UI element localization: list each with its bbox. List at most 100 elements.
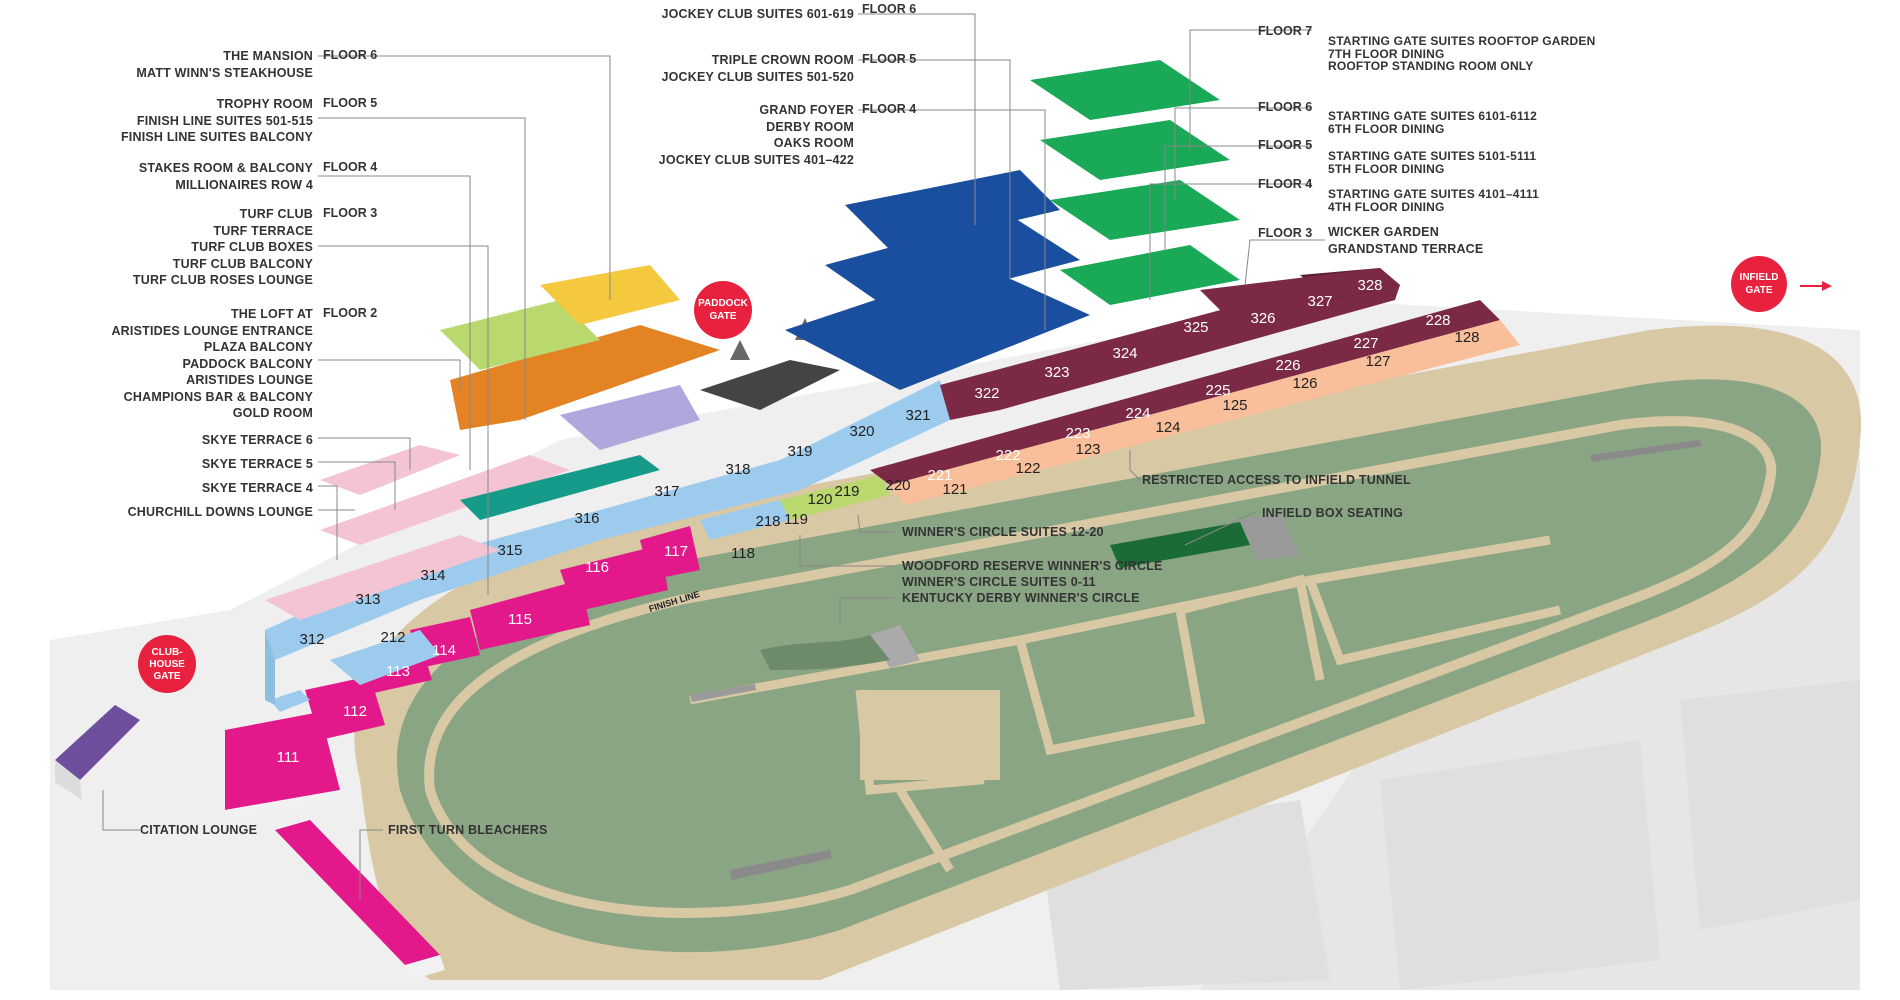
label-finish-line-balcony: FINISH LINE SUITES BALCONY <box>120 130 313 144</box>
label-derby-room: DERBY ROOM <box>766 119 854 134</box>
section-116: 116 <box>585 559 609 576</box>
label-turf-club: TURF CLUB <box>239 207 313 221</box>
infield <box>459 445 1739 889</box>
right-floor5: FLOOR 5 <box>1258 138 1313 152</box>
label-sgs-5101: STARTING GATE SUITES 5101-5111 <box>1328 149 1537 163</box>
section-120: 120 <box>807 491 832 508</box>
section-123: 123 <box>1075 441 1100 458</box>
section-113: 113 <box>386 663 410 680</box>
section-126: 126 <box>1292 375 1317 392</box>
mid-floor5: FLOOR 5 <box>862 52 917 66</box>
section-226: 226 <box>1275 357 1300 374</box>
label-sgs-rooftop: STARTING GATE SUITES ROOFTOP GARDEN <box>1328 34 1596 48</box>
label-woodford: WOODFORD RESERVE WINNER'S CIRCLE <box>902 559 1163 573</box>
right-f4-list: STARTING GATE SUITES 4101–4111 4TH FLOOR… <box>1328 188 1539 213</box>
section-327: 327 <box>1307 293 1332 310</box>
label-sgs-6101: STARTING GATE SUITES 6101-6112 <box>1328 109 1537 123</box>
svg-text:GATE: GATE <box>709 311 736 322</box>
far-rail <box>1590 440 1702 462</box>
label-grandstand-terrace: GRANDSTAND TERRACE <box>1328 241 1484 256</box>
label-gold-room: GOLD ROOM <box>232 406 313 420</box>
wicker-garden <box>1200 268 1400 320</box>
svg-text:GATE: GATE <box>1745 285 1772 296</box>
right-f5-list: STARTING GATE SUITES 5101-5111 5TH FLOOR… <box>1328 150 1536 175</box>
label-triple-crown: TRIPLE CROWN ROOM <box>711 53 854 67</box>
section-228: 228 <box>1425 312 1450 329</box>
section-125: 125 <box>1222 397 1247 414</box>
left-f2-list: THE LOFT AT ARISTIDES LOUNGE ENTRANCE PL… <box>111 306 313 422</box>
label-sgs-4101: STARTING GATE SUITES 4101–4111 <box>1328 187 1539 201</box>
sections-100-pink <box>225 526 700 980</box>
section-315: 315 <box>497 542 522 559</box>
label-kentucky-derby: KENTUCKY DERBY WINNER'S CIRCLE <box>902 591 1140 605</box>
lime-floor <box>440 300 600 370</box>
label-turf-club-roses: TURF CLUB ROSES LOUNGE <box>132 273 313 287</box>
label-turf-club-balcony: TURF CLUB BALCONY <box>172 256 313 271</box>
right-f6-list: STARTING GATE SUITES 6101-6112 6TH FLOOR… <box>1328 110 1537 135</box>
section-323: 323 <box>1044 364 1069 381</box>
svg-text:CLUB-: CLUB- <box>151 647 182 658</box>
section-322: 322 <box>974 385 999 402</box>
section-317: 317 <box>654 483 679 500</box>
left-f3-list: TURF CLUB TURF TERRACE TURF CLUB BOXES T… <box>133 206 313 289</box>
section-313: 313 <box>355 591 380 608</box>
infield-gate: INFIELD GATE <box>1731 256 1787 312</box>
label-rooftop-sro: ROOFTOP STANDING ROOM ONLY <box>1328 59 1534 73</box>
tote-board <box>690 684 756 702</box>
left-floor2: FLOOR 2 <box>323 306 378 320</box>
section-221: 221 <box>927 467 952 484</box>
section-128: 128 <box>1454 329 1479 346</box>
label-matt-winns: MATT WINN'S STEAKHOUSE <box>136 65 313 80</box>
label-millionaires-row: MILLIONAIRES ROW 4 <box>175 177 313 192</box>
section-219: 219 <box>834 483 859 500</box>
paddock-gate: PADDOCK GATE <box>694 281 752 339</box>
section-325: 325 <box>1183 319 1208 336</box>
label-stakes-room: STAKES ROOM & BALCONY <box>138 161 313 175</box>
section-119: 119 <box>784 511 808 528</box>
label-first-turn-bleachers: FIRST TURN BLEACHERS <box>388 823 548 837</box>
parking-lot-3 <box>1680 680 1860 930</box>
clubhouse-gate: CLUB- HOUSE GATE <box>138 635 196 693</box>
orange-floor <box>450 325 720 430</box>
section-224: 224 <box>1125 405 1150 422</box>
label-infield-box: INFIELD BOX SEATING <box>1262 506 1404 520</box>
label-aristides-lounge: ARISTIDES LOUNGE <box>186 373 313 387</box>
label-citation-lounge: CITATION LOUNGE <box>140 823 258 837</box>
section-122: 122 <box>1015 460 1040 477</box>
label-5th-dining: 5TH FLOOR DINING <box>1328 161 1445 176</box>
parking-lot-2 <box>1380 740 1660 990</box>
section-312: 312 <box>299 631 324 648</box>
lavender-floor <box>560 385 700 450</box>
label-grand-foyer: GRAND FOYER <box>759 103 854 117</box>
section-316: 316 <box>574 510 599 527</box>
left-floor5: FLOOR 5 <box>323 96 378 110</box>
label-4th-dining: 4TH FLOOR DINING <box>1328 199 1445 214</box>
label-finish-line-suites: FINISH LINE SUITES 501-515 <box>136 113 313 128</box>
label-paddock-balcony: PADDOCK BALCONY <box>182 356 313 371</box>
citation-lounge-building <box>55 705 140 800</box>
mid-floor6: FLOOR 6 <box>862 2 917 16</box>
section-127: 127 <box>1365 353 1390 370</box>
label-turf-terrace: TURF TERRACE <box>213 223 313 238</box>
inner-path <box>424 416 1777 918</box>
infield-roads <box>689 535 1561 873</box>
right-f7-list: STARTING GATE SUITES ROOFTOP GARDEN 7TH … <box>1328 35 1595 73</box>
teal-terrace <box>460 455 660 520</box>
label-jockey-club-401: JOCKEY CLUB SUITES 401–422 <box>658 152 854 167</box>
sections-300-blue <box>265 380 950 705</box>
svg-text:PADDOCK: PADDOCK <box>698 298 749 309</box>
infield-box-seating <box>1110 522 1250 568</box>
svg-text:HOUSE: HOUSE <box>149 659 185 670</box>
mid-floor4: FLOOR 4 <box>862 102 917 116</box>
section-225: 225 <box>1205 382 1230 399</box>
section-220: 220 <box>885 477 910 494</box>
section-227: 227 <box>1353 335 1378 352</box>
left-f4-list: STAKES ROOM & BALCONY MILLIONAIRES ROW 4 <box>139 160 313 193</box>
label-oaks-room: OAKS ROOM <box>773 136 854 150</box>
jockey-club-floors <box>785 170 1090 390</box>
label-champions-bar: CHAMPIONS BAR & BALCONY <box>123 389 313 404</box>
label-winners-12-20: WINNER'S CIRCLE SUITES 12-20 <box>902 525 1104 539</box>
label-jockey-club-601: JOCKEY CLUB SUITES 601-619 <box>661 7 854 21</box>
infield-box-stand <box>1240 513 1300 560</box>
